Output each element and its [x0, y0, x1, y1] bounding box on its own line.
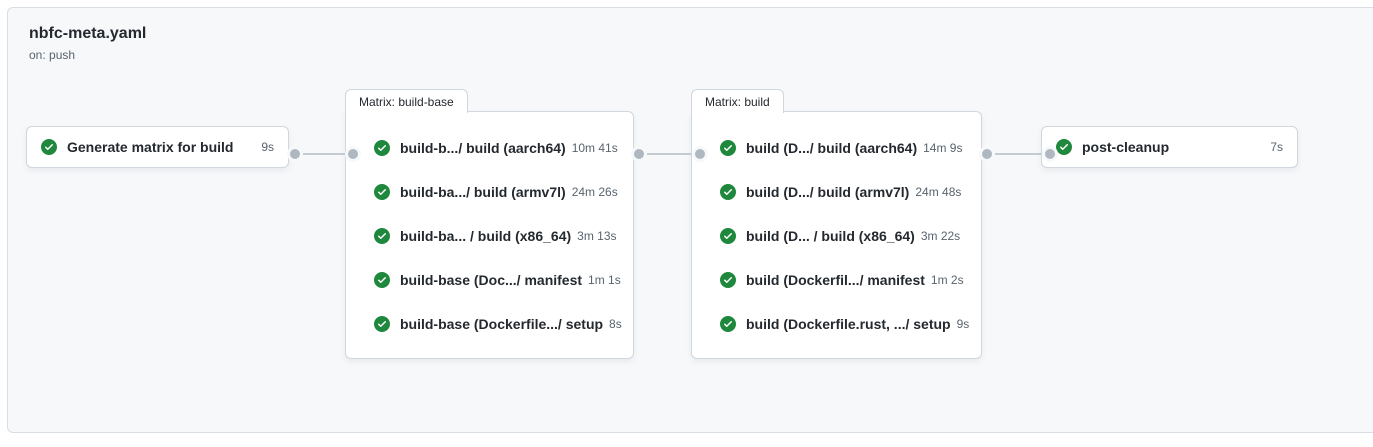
job-label: build (D.../ build (aarch64) — [746, 140, 918, 156]
check-circle-icon — [720, 184, 736, 200]
workflow-trigger: on: push — [29, 48, 76, 62]
connector-dot — [1045, 149, 1055, 159]
matrix-group-title: Matrix: build-base — [359, 94, 454, 109]
job-label: Generate matrix for build — [67, 139, 234, 155]
job-duration: 1m 2s — [930, 273, 964, 287]
connector-dot — [348, 149, 358, 159]
connector-dot — [982, 149, 992, 159]
connector-line — [295, 153, 354, 155]
job-duration: 3m 13s — [577, 229, 617, 243]
job-label: build (D... / build (x86_64) — [746, 228, 915, 244]
connector-line — [639, 153, 701, 155]
connector-dot — [695, 149, 705, 159]
job-duration: 9s — [261, 140, 274, 154]
job-row[interactable]: build-base (Doc.../ manifest 1m 1s — [346, 258, 633, 302]
check-circle-icon — [41, 139, 57, 155]
job-row[interactable]: build-ba.../ build (armv7l) 24m 26s — [346, 170, 633, 214]
job-duration: 1m 1s — [588, 273, 621, 287]
job-row[interactable]: build (D... / build (x86_64) 3m 22s — [692, 214, 981, 258]
check-circle-icon — [374, 228, 390, 244]
job-duration: 14m 9s — [923, 141, 963, 155]
job-row[interactable]: build-base (Dockerfile.../ setup 8s — [346, 302, 633, 346]
job-duration: 7s — [1270, 140, 1283, 154]
job-row[interactable]: build-ba... / build (x86_64) 3m 13s — [346, 214, 633, 258]
workflow-header: nbfc-meta.yaml on: push — [29, 23, 146, 62]
check-circle-icon — [720, 228, 736, 244]
job-row[interactable]: build (Dockerfil.../ manifest 1m 2s — [692, 258, 981, 302]
job-row[interactable]: build (Dockerfile.rust, .../ setup 9s — [692, 302, 981, 346]
check-circle-icon — [720, 316, 736, 332]
matrix-group-build: build (D.../ build (aarch64) 14m 9s buil… — [691, 111, 982, 359]
matrix-group-build-base: build-b.../ build (aarch64) 10m 41s buil… — [345, 111, 634, 359]
job-label: build-ba... / build (x86_64) — [400, 228, 572, 244]
job-label: build (D.../ build (armv7l) — [746, 184, 910, 200]
connector-dot — [634, 149, 644, 159]
check-circle-icon — [720, 140, 736, 156]
job-label: build-base (Dockerfile.../ setup — [400, 316, 604, 332]
check-circle-icon — [374, 140, 390, 156]
job-label: build-ba.../ build (armv7l) — [400, 184, 566, 200]
matrix-group-tab-build-base: Matrix: build-base — [345, 89, 468, 113]
job-label: build-b.../ build (aarch64) — [400, 140, 566, 156]
job-label: build (Dockerfile.rust, .../ setup — [746, 316, 951, 332]
matrix-group-title: Matrix: build — [705, 94, 770, 109]
check-circle-icon — [374, 316, 390, 332]
workflow-title: nbfc-meta.yaml — [29, 25, 147, 42]
job-label: build (Dockerfil.../ manifest — [746, 272, 925, 288]
job-duration: 24m 48s — [915, 185, 962, 199]
job-label: build-base (Doc.../ manifest — [400, 272, 583, 288]
check-circle-icon — [374, 272, 390, 288]
job-node-post-cleanup[interactable]: post-cleanup 7s — [1041, 126, 1298, 168]
job-row[interactable]: build (D.../ build (armv7l) 24m 48s — [692, 170, 981, 214]
check-circle-icon — [1056, 139, 1072, 155]
connector-dot — [290, 149, 300, 159]
job-label: post-cleanup — [1082, 139, 1170, 155]
job-row[interactable]: build (D.../ build (aarch64) 14m 9s — [692, 126, 981, 170]
job-row[interactable]: build-b.../ build (aarch64) 10m 41s — [346, 126, 633, 170]
job-duration: 10m 41s — [571, 141, 618, 155]
job-duration: 8s — [609, 317, 622, 331]
job-duration: 24m 26s — [571, 185, 618, 199]
workflow-graph-canvas: nbfc-meta.yaml on: push Generate matrix … — [7, 7, 1373, 433]
matrix-group-tab-build: Matrix: build — [691, 89, 784, 113]
connector-line — [987, 153, 1051, 155]
check-circle-icon — [374, 184, 390, 200]
job-duration: 9s — [956, 317, 970, 331]
job-node-generate-matrix[interactable]: Generate matrix for build 9s — [26, 126, 289, 168]
job-duration: 3m 22s — [920, 229, 961, 243]
check-circle-icon — [720, 272, 736, 288]
